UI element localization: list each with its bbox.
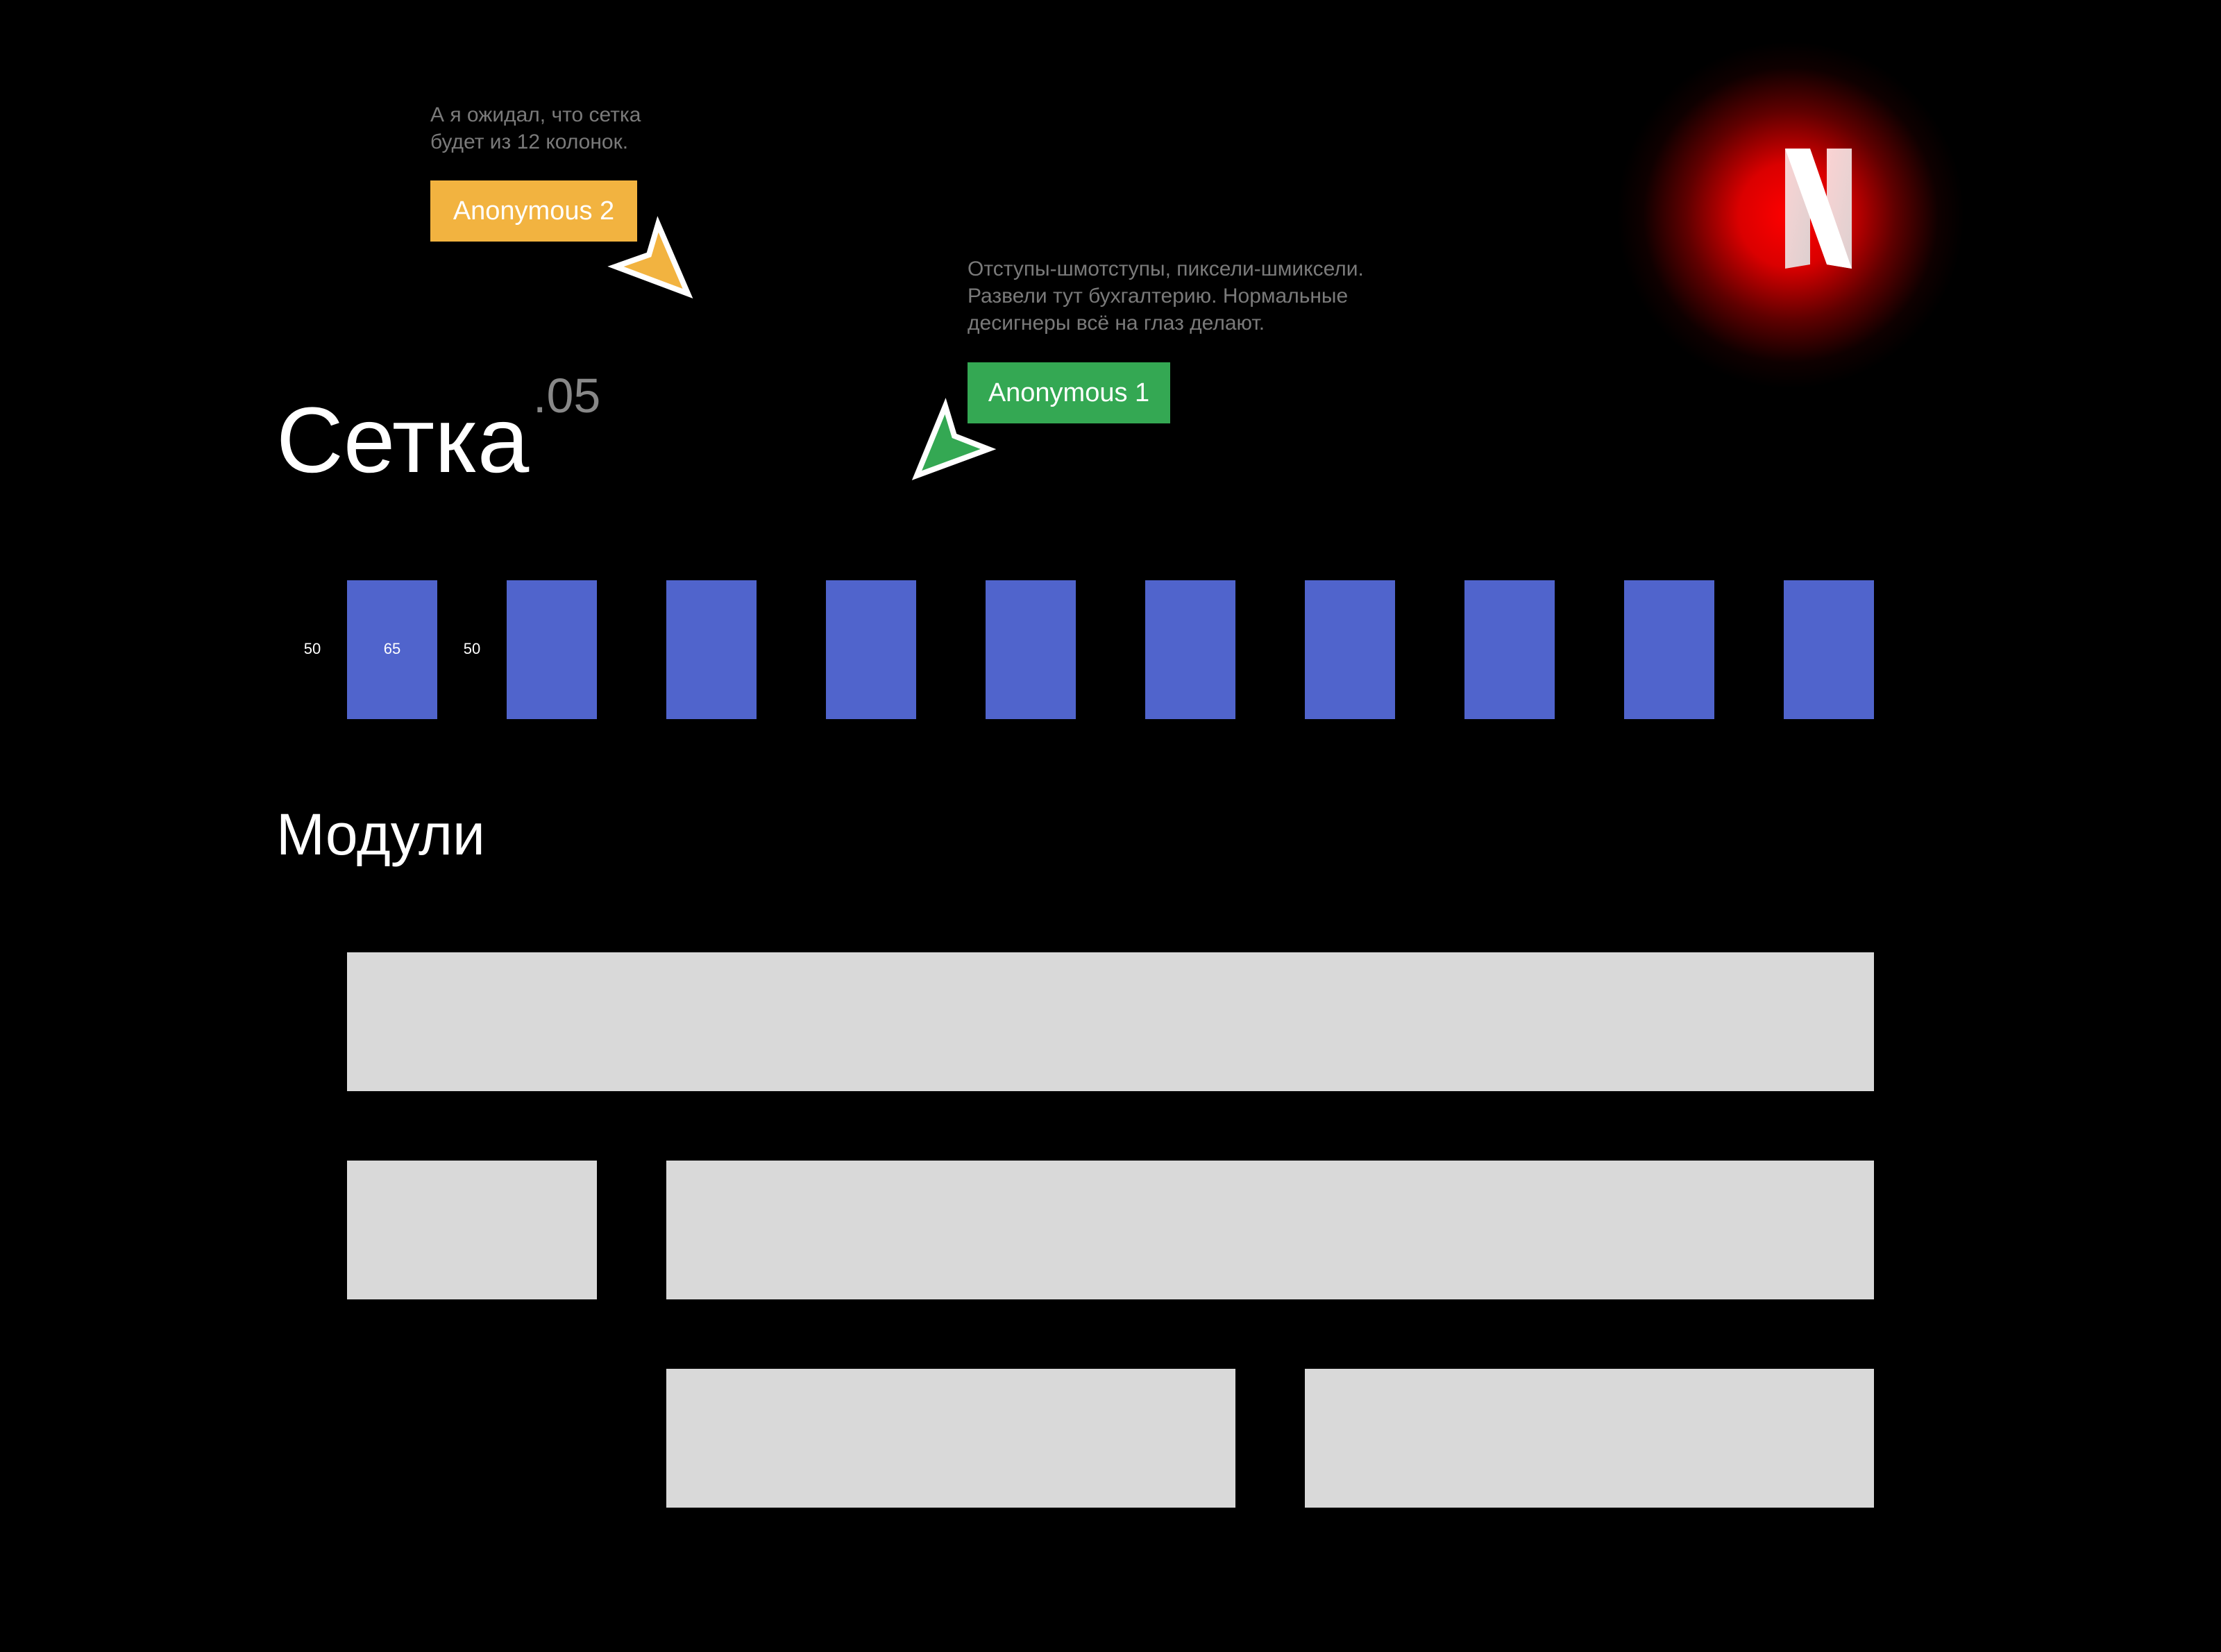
author-name: Anonymous 1 bbox=[988, 378, 1150, 407]
cursor-icon-anonymous-1 bbox=[911, 398, 997, 480]
module-block bbox=[666, 1369, 1235, 1508]
author-name: Anonymous 2 bbox=[453, 196, 615, 226]
netflix-logo-icon bbox=[1785, 149, 1852, 269]
comment-text-anonymous-1: Отступы-шмотступы, пиксели-шмиксели. Раз… bbox=[968, 255, 1364, 337]
author-tag-anonymous-2[interactable]: Anonymous 2 bbox=[430, 180, 637, 242]
comment-line: десигнеры всё на глаз делают. bbox=[968, 312, 1265, 335]
author-tag-anonymous-1[interactable]: Anonymous 1 bbox=[968, 362, 1170, 423]
grid-column bbox=[1784, 580, 1874, 719]
margin-label: 50 bbox=[303, 640, 321, 657]
grid-section-title: Сетка bbox=[276, 389, 530, 492]
module-block bbox=[347, 1161, 597, 1299]
grid-column bbox=[347, 580, 437, 719]
comment-line: А я ожидал, что сетка bbox=[430, 103, 641, 126]
grid-column bbox=[986, 580, 1076, 719]
grid-column bbox=[1305, 580, 1395, 719]
gutter-label: 50 bbox=[463, 640, 481, 657]
comment-line: Развели тут бухгалтерию. Нормальные bbox=[968, 285, 1349, 307]
cursor-icon-anonymous-2 bbox=[607, 216, 693, 299]
section-number: .05 bbox=[533, 369, 601, 423]
grid-column bbox=[826, 580, 916, 719]
module-block bbox=[666, 1161, 1874, 1299]
grid-column bbox=[507, 580, 597, 719]
column-width-label: 65 bbox=[383, 640, 401, 657]
comment-text-anonymous-2: А я ожидал, что сетка будет из 12 колоно… bbox=[430, 101, 641, 155]
grid-column bbox=[1145, 580, 1235, 719]
module-block bbox=[347, 952, 1874, 1091]
comment-line: будет из 12 колонок. bbox=[430, 130, 629, 153]
module-block bbox=[1305, 1369, 1874, 1508]
grid-column bbox=[1624, 580, 1714, 719]
grid-column bbox=[1464, 580, 1555, 719]
modules-section-title: Модули bbox=[276, 802, 485, 867]
grid-column bbox=[666, 580, 757, 719]
comment-line: Отступы-шмотступы, пиксели-шмиксели. bbox=[968, 258, 1364, 280]
